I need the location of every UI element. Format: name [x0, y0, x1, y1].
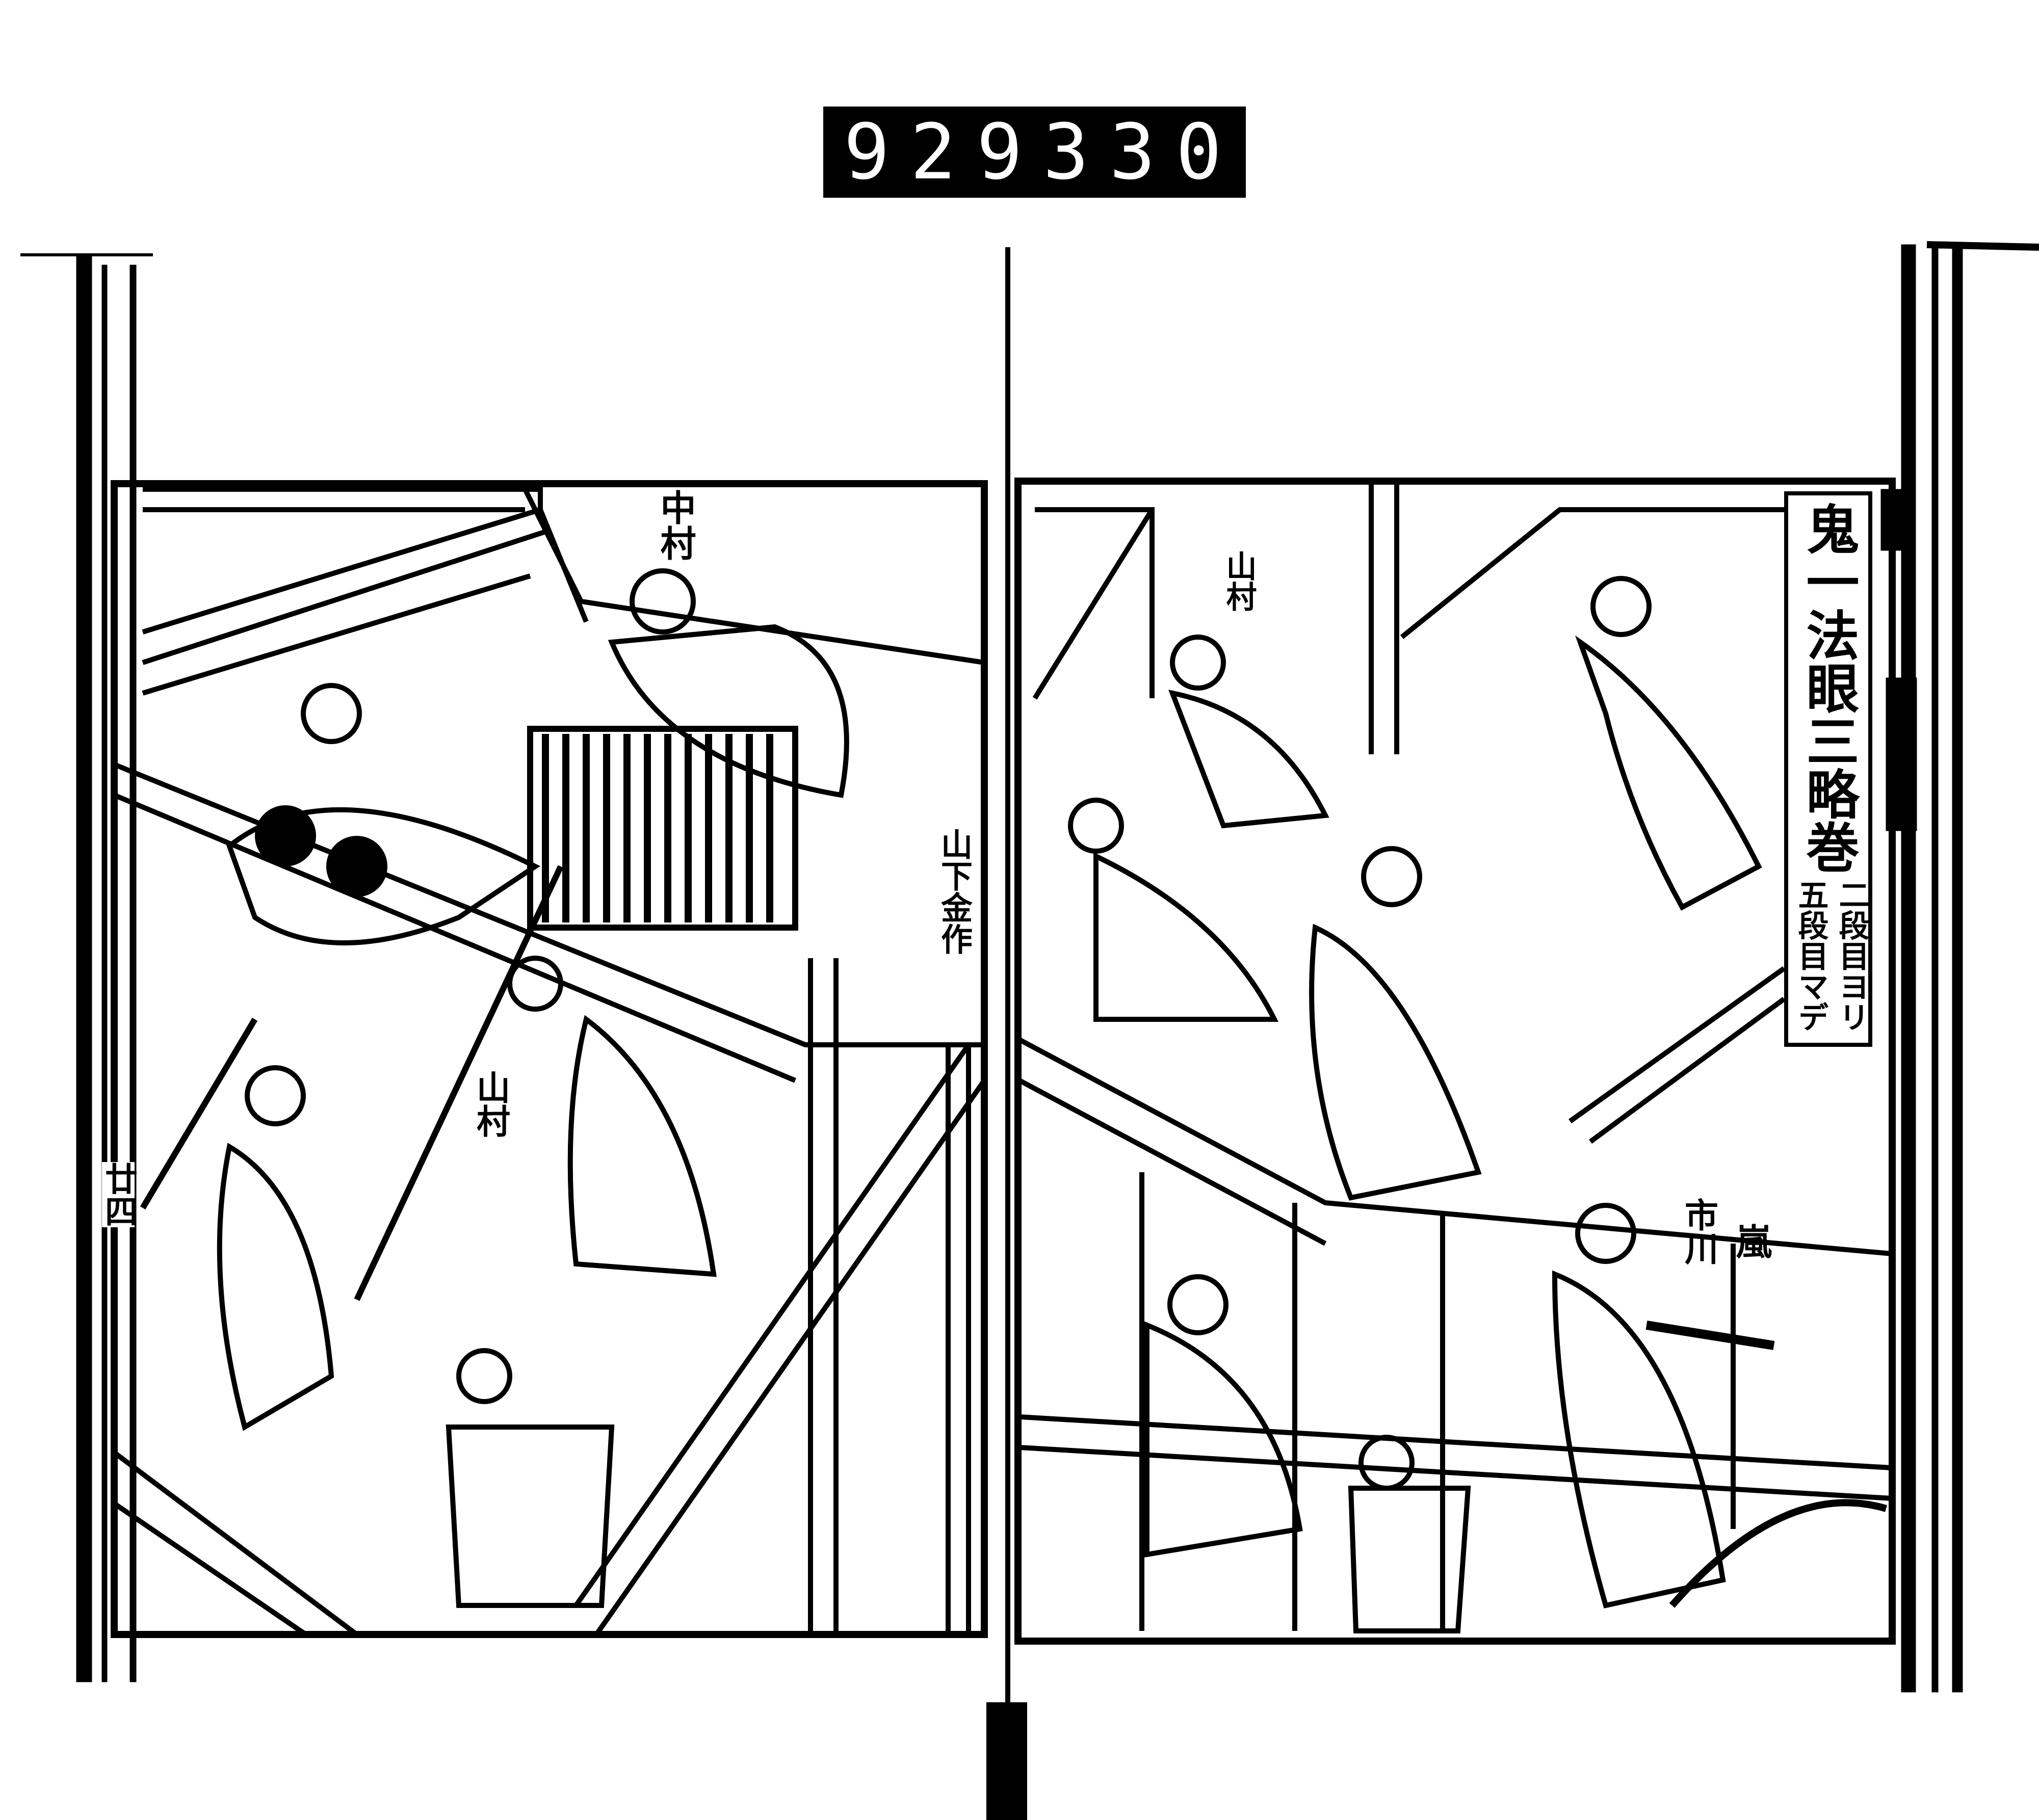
catalog-number-right: 330. — [1042, 108, 1309, 197]
actor-label-nakamura: 中村 — [655, 489, 697, 561]
actor-label-arashi: 嵐 — [1730, 1223, 1772, 1259]
left-panel-scene — [111, 480, 988, 1638]
actor-label-yamamura-right: 山村 — [1221, 550, 1257, 612]
catalog-number-label: 929 330. — [823, 107, 1288, 198]
left-binding-strip — [20, 253, 153, 1682]
actor-label-yamashita: 山下金作 — [935, 828, 973, 955]
book-spine — [986, 247, 1027, 1820]
catalog-number-left: 929 — [844, 108, 1043, 197]
play-title-cartouche — [1784, 491, 1872, 1047]
title-subtitle-from: 二段目ヨリ — [1834, 879, 1869, 1032]
margin-page-number: 廿四 — [99, 1162, 138, 1227]
actor-label-yamamura-left: 山村 — [471, 1070, 511, 1138]
title-subtitle-to: 五段目マデ — [1793, 879, 1828, 1032]
right-panel-scene — [1014, 478, 1896, 1645]
play-title: 鬼一法眼三略巻 — [1797, 502, 1860, 873]
right-binding-strip — [1880, 241, 2039, 1693]
actor-label-ichikawa: 市川 — [1679, 1198, 1719, 1265]
